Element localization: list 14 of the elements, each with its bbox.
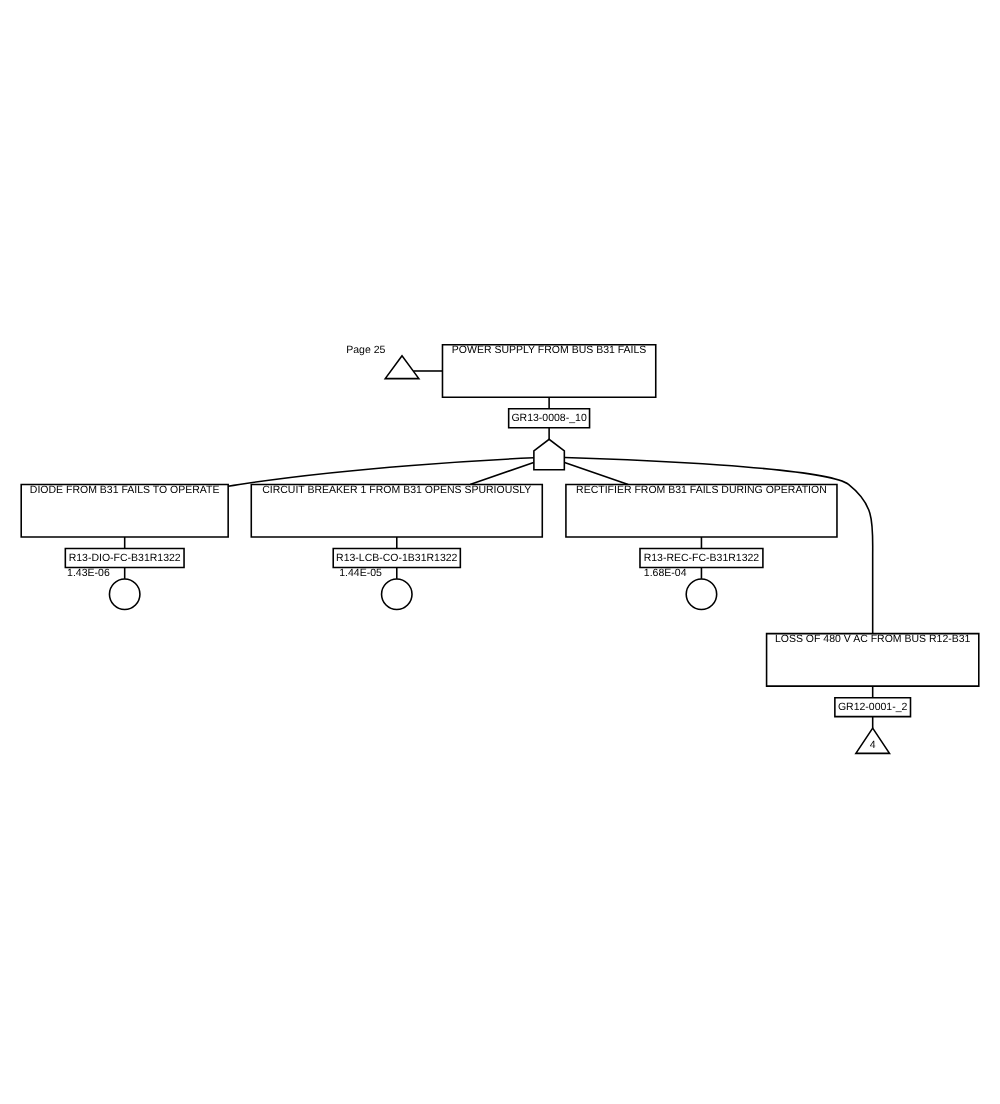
connector: [396, 535, 398, 549]
connector: [227, 456, 535, 487]
node-gate: [533, 437, 566, 470]
connector: [563, 460, 629, 485]
connector: [563, 455, 874, 634]
node-circle: [380, 577, 413, 610]
connector: [412, 369, 444, 371]
node-circle: [685, 577, 718, 610]
connector: [469, 460, 535, 485]
node-circle: [108, 577, 141, 610]
connector: [396, 565, 398, 579]
connector: [548, 395, 550, 409]
node-triangle: [383, 353, 421, 379]
connector: [548, 426, 550, 439]
